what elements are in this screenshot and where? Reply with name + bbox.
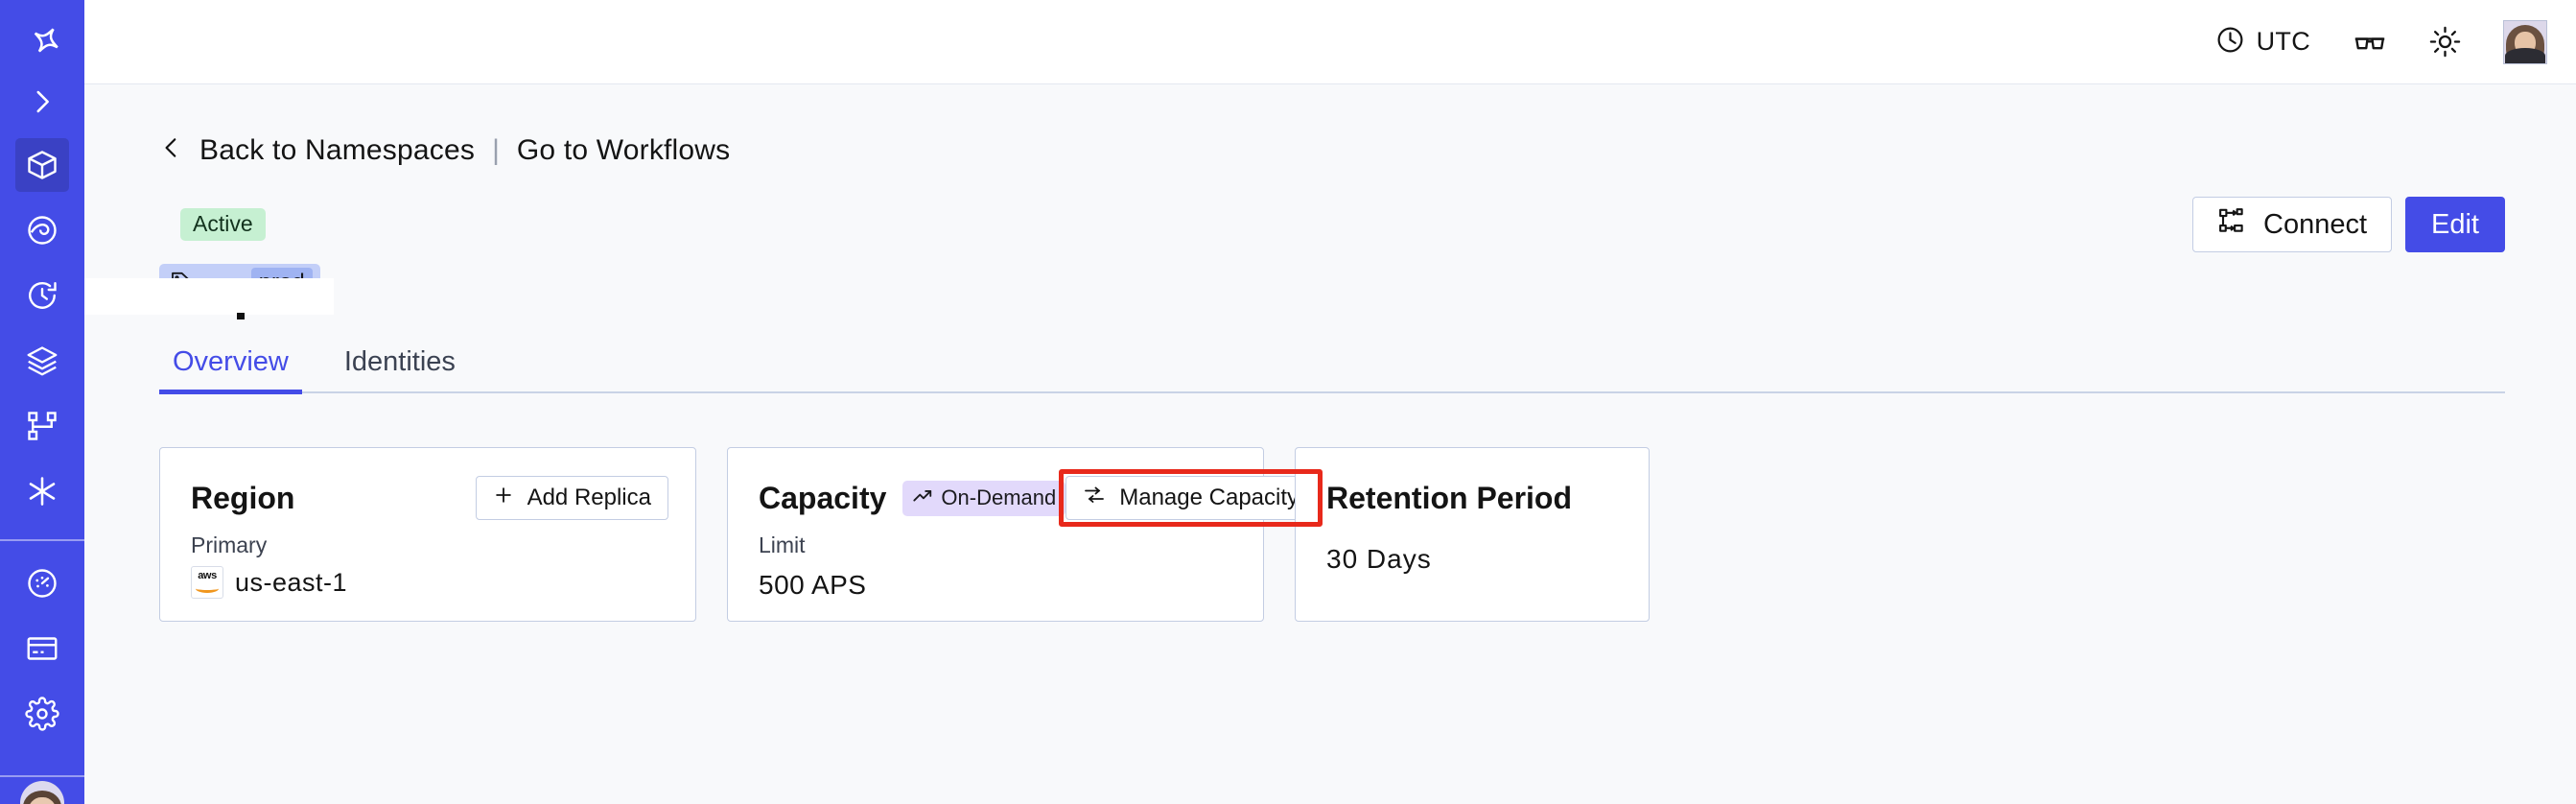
retention-card-header: Retention Period <box>1326 473 1622 523</box>
retention-value: 30 Days <box>1326 544 1432 574</box>
breadcrumb-back-link[interactable]: Back to Namespaces <box>199 133 476 166</box>
redaction-artifact <box>237 313 245 319</box>
namespace-title-row: Active <box>159 195 2505 254</box>
sidebar-user-avatar[interactable] <box>20 781 64 804</box>
timezone-label: UTC <box>2256 27 2310 56</box>
sidebar-item-layers[interactable] <box>15 334 69 388</box>
sun-icon[interactable] <box>2429 26 2461 58</box>
sidebar-item-billing[interactable] <box>15 622 69 675</box>
breadcrumb-workflows-link[interactable]: Go to Workflows <box>516 133 731 166</box>
aws-logo-text: aws <box>198 570 217 581</box>
aws-logo-smile <box>196 584 219 593</box>
tab-overview[interactable]: Overview <box>159 346 302 394</box>
sidebar-item-namespaces[interactable] <box>15 138 69 192</box>
sidebar-item-observability[interactable] <box>15 203 69 257</box>
sidebar-item-usage[interactable] <box>15 556 69 610</box>
sidebar-expand-toggle[interactable] <box>15 77 69 127</box>
sidebar-item-workflows[interactable] <box>15 399 69 453</box>
clock-icon <box>2215 25 2245 59</box>
region-card-title: Region <box>191 480 295 515</box>
namespace-tags: env prod <box>159 264 2505 303</box>
region-primary-label: Primary <box>191 532 268 557</box>
region-value-row: aws us-east-1 <box>191 566 668 599</box>
sliders-icon <box>1083 484 1106 513</box>
capacity-limit-label: Limit <box>759 532 806 557</box>
sidebar-item-settings[interactable] <box>15 687 69 741</box>
plus-icon <box>493 485 514 512</box>
aws-logo: aws <box>191 566 223 599</box>
timezone-selector[interactable]: UTC <box>2215 25 2310 59</box>
connect-button-label: Connect <box>2263 208 2368 240</box>
trending-up-icon <box>912 485 933 510</box>
tab-identities[interactable]: Identities <box>343 346 456 377</box>
breadcrumb-separator: | <box>492 133 500 166</box>
capacity-card-title: Capacity <box>759 480 887 515</box>
region-value: us-east-1 <box>235 567 348 597</box>
avatar-body <box>2505 47 2545 63</box>
connect-button[interactable]: Connect <box>2192 197 2393 252</box>
on-demand-badge-label: On-Demand <box>941 485 1057 509</box>
sidebar-divider <box>0 539 84 541</box>
region-card-header: Region Add Replica <box>191 473 668 523</box>
left-sidebar <box>0 0 84 804</box>
sidebar-item-integrations[interactable] <box>15 464 69 518</box>
add-replica-label: Add Replica <box>527 485 651 510</box>
glasses-icon[interactable] <box>2353 25 2387 59</box>
chevron-left-icon[interactable] <box>159 132 184 168</box>
overview-cards: Region Add Replica Primary <box>159 447 2505 622</box>
status-badge: Active <box>180 208 266 241</box>
connect-icon <box>2217 206 2246 243</box>
avatar-face <box>28 797 57 804</box>
temporal-logo-icon[interactable] <box>15 13 69 67</box>
add-replica-button[interactable]: Add Replica <box>475 476 668 520</box>
redacted-namespace-name <box>50 278 334 315</box>
page-content: Back to Namespaces | Go to Workflows Act… <box>84 84 2576 804</box>
header-actions: Connect Edit <box>2192 197 2505 252</box>
edit-button[interactable]: Edit <box>2405 197 2505 252</box>
manage-capacity-button[interactable]: Manage Capacity <box>1066 476 1317 520</box>
tab-bar: Overview Identities <box>159 338 2505 394</box>
top-bar: UTC <box>84 0 2576 84</box>
capacity-card: Capacity On-Demand <box>727 447 1317 622</box>
manage-capacity-label: Manage Capacity <box>1119 485 1300 510</box>
capacity-limit-value: 500 APS <box>759 570 867 600</box>
main-area: UTC <box>84 0 2576 804</box>
capacity-card-header: Capacity On-Demand <box>759 473 1317 523</box>
retention-card-title: Retention Period <box>1326 480 1573 515</box>
on-demand-badge: On-Demand <box>902 480 1066 516</box>
user-avatar[interactable] <box>2503 19 2547 64</box>
sidebar-item-history[interactable] <box>15 269 69 322</box>
retention-card: Retention Period 30 Days <box>1295 447 1650 622</box>
breadcrumb[interactable]: Back to Namespaces | Go to Workflows <box>159 132 730 168</box>
sidebar-divider-bottom <box>0 775 84 777</box>
region-card: Region Add Replica Primary <box>159 447 696 622</box>
